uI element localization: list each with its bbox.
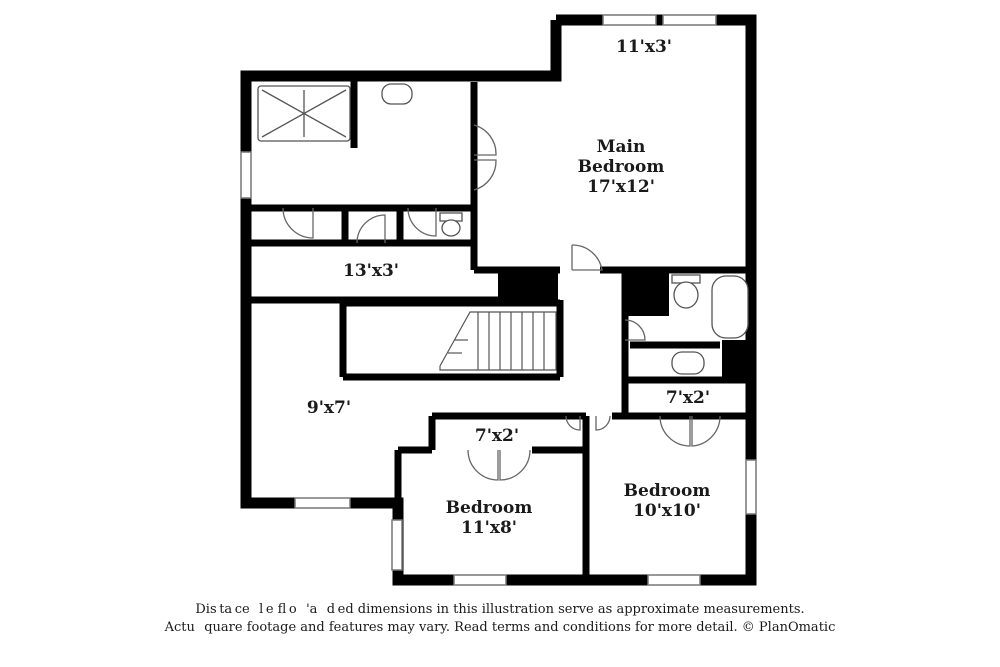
- sink: [671, 351, 705, 375]
- bathtub: [711, 275, 749, 339]
- doors: [282, 124, 721, 481]
- bedroom-b-size: 10'x10': [633, 501, 701, 521]
- solid-chases: [498, 272, 750, 380]
- window: [240, 151, 252, 199]
- toilet-bowl: [673, 281, 699, 309]
- main-bedroom-label-2: Bedroom: [578, 157, 665, 177]
- hall-size: 13'x3': [343, 261, 399, 281]
- door-swing: [595, 415, 611, 431]
- bedroom-b-name: Bedroom: [624, 481, 711, 501]
- main-bedroom-size: 17'x12': [587, 177, 655, 197]
- door-swing: [356, 214, 386, 244]
- disclaimer-line-2: Actu quare footage and features may vary…: [164, 620, 836, 635]
- door-swing: [499, 449, 531, 481]
- toilet-bowl: [441, 219, 461, 237]
- windows: [240, 14, 757, 586]
- window: [602, 14, 657, 26]
- disclaimer-line-1: Dis ta ce l e fl o 'a d ed dimensions in…: [195, 602, 805, 617]
- door-swing: [473, 159, 497, 191]
- door-swing: [565, 415, 581, 431]
- window: [391, 519, 403, 571]
- closet-right-size: 7'x2': [666, 388, 710, 408]
- door-swing: [624, 319, 646, 341]
- fixtures: [257, 83, 749, 375]
- closet-top-size: 11'x3': [616, 37, 672, 57]
- door-swing: [473, 124, 497, 156]
- loft-size: 9'x7': [307, 398, 351, 418]
- room-labels: 11'x3' Main Bedroom 17'x12' 13'x3' 9'x7'…: [307, 37, 710, 538]
- sink: [381, 83, 413, 105]
- closet-center-size: 7'x2': [475, 426, 519, 446]
- door-swing: [571, 244, 603, 271]
- door-swing: [407, 207, 437, 237]
- door-swing: [282, 207, 314, 239]
- stairs: [439, 311, 557, 371]
- interior-walls: [250, 76, 751, 580]
- bedroom-a-size: 11'x8': [461, 518, 517, 538]
- door-swing: [659, 415, 691, 447]
- door-swing: [467, 449, 499, 481]
- window: [453, 574, 507, 586]
- door-swing: [691, 415, 721, 447]
- window: [662, 14, 717, 26]
- window: [294, 497, 351, 509]
- window: [745, 459, 757, 515]
- window: [647, 574, 701, 586]
- main-bedroom-label-1: Main: [597, 137, 646, 157]
- bedroom-a-name: Bedroom: [446, 498, 533, 518]
